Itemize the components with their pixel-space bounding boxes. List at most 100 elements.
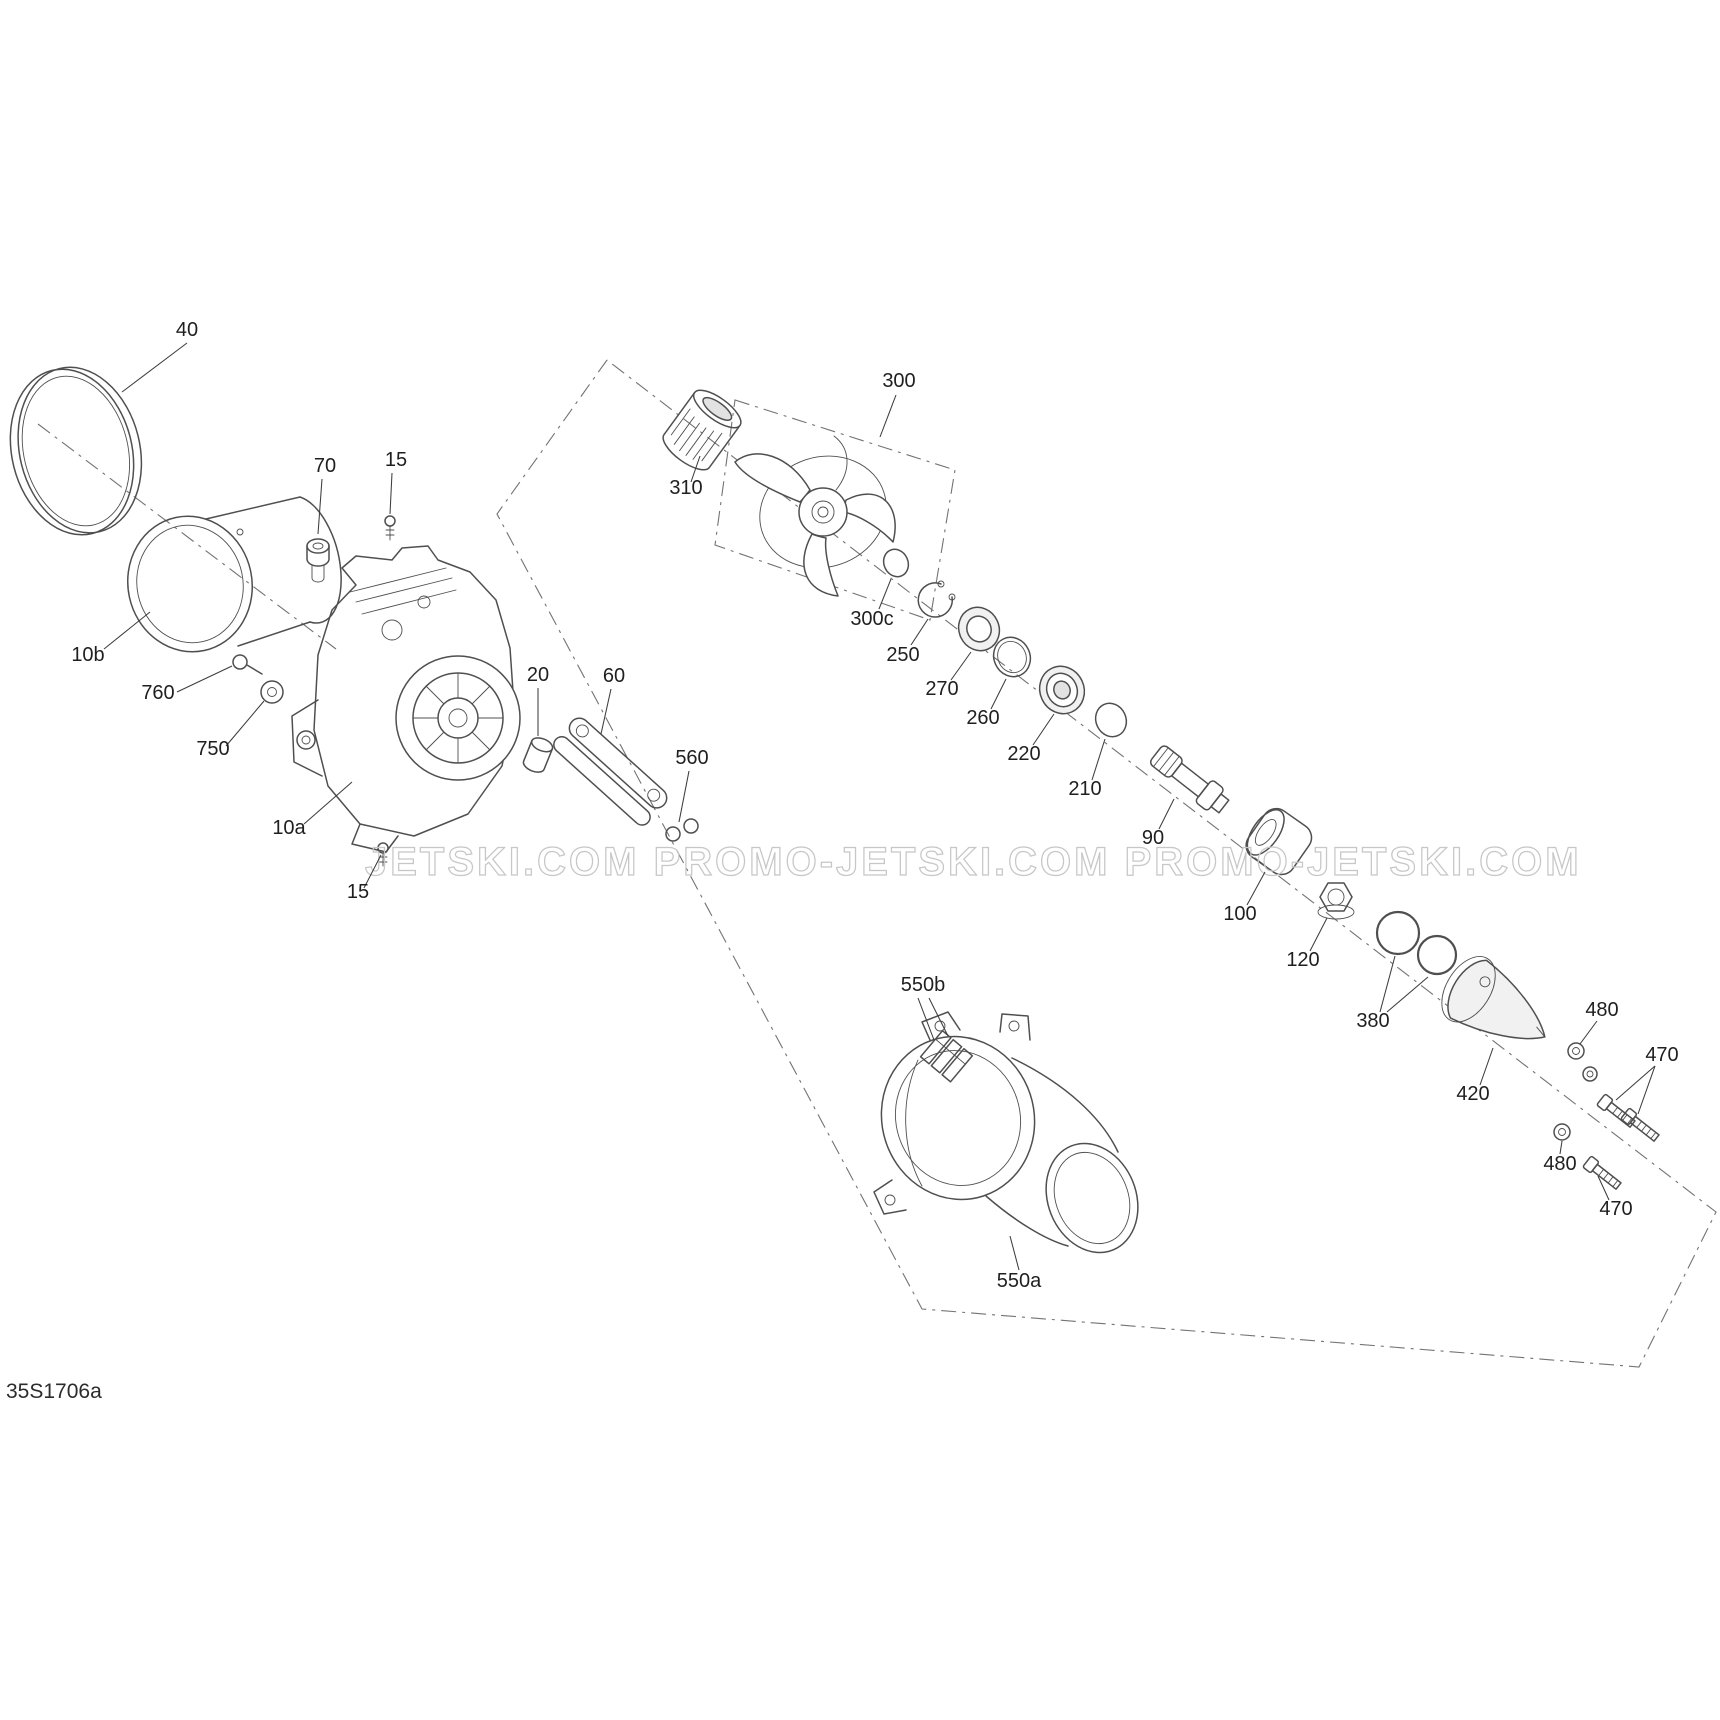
leader-220 (1032, 713, 1055, 746)
part-120-nut (1317, 882, 1355, 920)
part-label-10b: 10b (71, 644, 104, 666)
leader-380b (1386, 976, 1429, 1013)
part-15a-screw (384, 515, 396, 541)
impeller-box (714, 399, 956, 621)
part-470-bolt-lower (1582, 1155, 1622, 1190)
construction-lines (37, 359, 1717, 1368)
leader-10b (103, 611, 151, 650)
callout-labels: 40 10b 70 15 760 750 10a 20 60 560 15 31… (71, 319, 1678, 1292)
leader-380a (1379, 955, 1396, 1013)
leader-310 (690, 455, 701, 483)
part-270-seal-washer (957, 606, 1001, 652)
leader-10a (303, 781, 353, 825)
part-label-15-top: 15 (385, 449, 407, 471)
part-label-750: 750 (196, 738, 229, 760)
part-90-shaft (1149, 745, 1230, 814)
leader-260 (990, 678, 1007, 710)
leader-560 (678, 770, 690, 823)
part-label-480-upper: 480 (1585, 999, 1618, 1021)
part-210-oring (1094, 702, 1128, 738)
part-label-310: 310 (669, 477, 702, 499)
stator-vanes (412, 672, 504, 764)
part-label-10a: 10a (272, 817, 306, 839)
part-label-420: 420 (1456, 1083, 1489, 1105)
part-70-bolt (306, 538, 330, 583)
part-label-40: 40 (176, 319, 198, 341)
leader-60 (600, 688, 612, 735)
leader-480u (1579, 1020, 1598, 1045)
part-220-bearing-seal (1038, 665, 1086, 715)
part-label-250: 250 (886, 644, 919, 666)
part-250-circlip (917, 580, 956, 618)
part-260-ring (992, 636, 1032, 678)
part-550b-pins (919, 1029, 974, 1083)
leader-470u-a (1615, 1065, 1656, 1101)
part-20-spacer (522, 737, 554, 773)
part-label-70: 70 (314, 455, 336, 477)
part-label-20: 20 (527, 664, 549, 686)
part-label-300: 300 (882, 370, 915, 392)
part-300c-oring (882, 548, 910, 578)
part-label-120: 120 (1286, 949, 1319, 971)
part-760-screw (232, 654, 263, 675)
leader-15a (389, 472, 393, 515)
part-label-210: 210 (1068, 778, 1101, 800)
leader-lines (103, 342, 1656, 1271)
leader-550b-a (917, 997, 935, 1041)
part-label-260: 260 (966, 707, 999, 729)
part-550a-nozzle (873, 1011, 1139, 1254)
leader-470u-b (1637, 1065, 1656, 1115)
part-label-470-upper: 470 (1645, 1044, 1678, 1066)
part-label-760: 760 (141, 682, 174, 704)
part-10b-sleeve (126, 496, 342, 653)
leader-210 (1091, 738, 1106, 781)
part-420-cone (1441, 956, 1546, 1040)
leader-250 (910, 618, 929, 646)
part-380-orings (1375, 910, 1458, 976)
part-label-100: 100 (1223, 903, 1256, 925)
leader-70 (317, 478, 323, 535)
part-label-480-lower: 480 (1543, 1153, 1576, 1175)
part-label-220: 220 (1007, 743, 1040, 765)
part-label-550b: 550b (901, 974, 946, 996)
part-label-380: 380 (1356, 1010, 1389, 1032)
part-label-270: 270 (925, 678, 958, 700)
leader-15b (363, 854, 382, 889)
leader-300c (878, 578, 892, 610)
leader-420 (1479, 1047, 1494, 1086)
assembly-band-outline (496, 359, 1717, 1368)
leader-550a (1009, 1235, 1020, 1271)
part-40-wear-ring (9, 366, 143, 536)
leader-270 (950, 651, 972, 681)
part-label-470-lower: 470 (1599, 1198, 1632, 1220)
part-750-washer (260, 680, 284, 704)
watermark-text: JETSKI.COM PROMO-JETSKI.COM PROMO-JETSKI… (365, 840, 1582, 884)
part-60-tool (553, 717, 668, 826)
part-560-orings (665, 818, 699, 842)
leader-550b-b (928, 997, 949, 1037)
leader-100 (1246, 871, 1266, 906)
leader-470l (1597, 1175, 1610, 1201)
centerline-ring-axis (37, 423, 337, 650)
part-label-15-bottom: 15 (347, 881, 369, 903)
leader-120 (1309, 917, 1328, 952)
leader-750 (225, 700, 265, 747)
part-100-bearing (1245, 807, 1313, 876)
part-label-90: 90 (1142, 827, 1164, 849)
leader-760 (176, 665, 233, 693)
part-300-impeller (734, 435, 896, 597)
part-label-300c: 300c (850, 608, 893, 630)
leader-480l (1559, 1140, 1563, 1155)
bolt-upper-2 (1620, 1107, 1660, 1142)
part-480-washer-lower (1553, 1123, 1571, 1141)
part-label-560: 560 (675, 747, 708, 769)
leader-90 (1158, 798, 1175, 830)
part-label-60: 60 (603, 665, 625, 687)
leader-40 (121, 342, 188, 393)
diagram-code: 35S1706a (6, 1380, 102, 1403)
part-10a-pump-housing (291, 545, 521, 853)
part-480-washers-upper (1567, 1042, 1598, 1082)
part-470-bolts-upper (1596, 1093, 1660, 1142)
